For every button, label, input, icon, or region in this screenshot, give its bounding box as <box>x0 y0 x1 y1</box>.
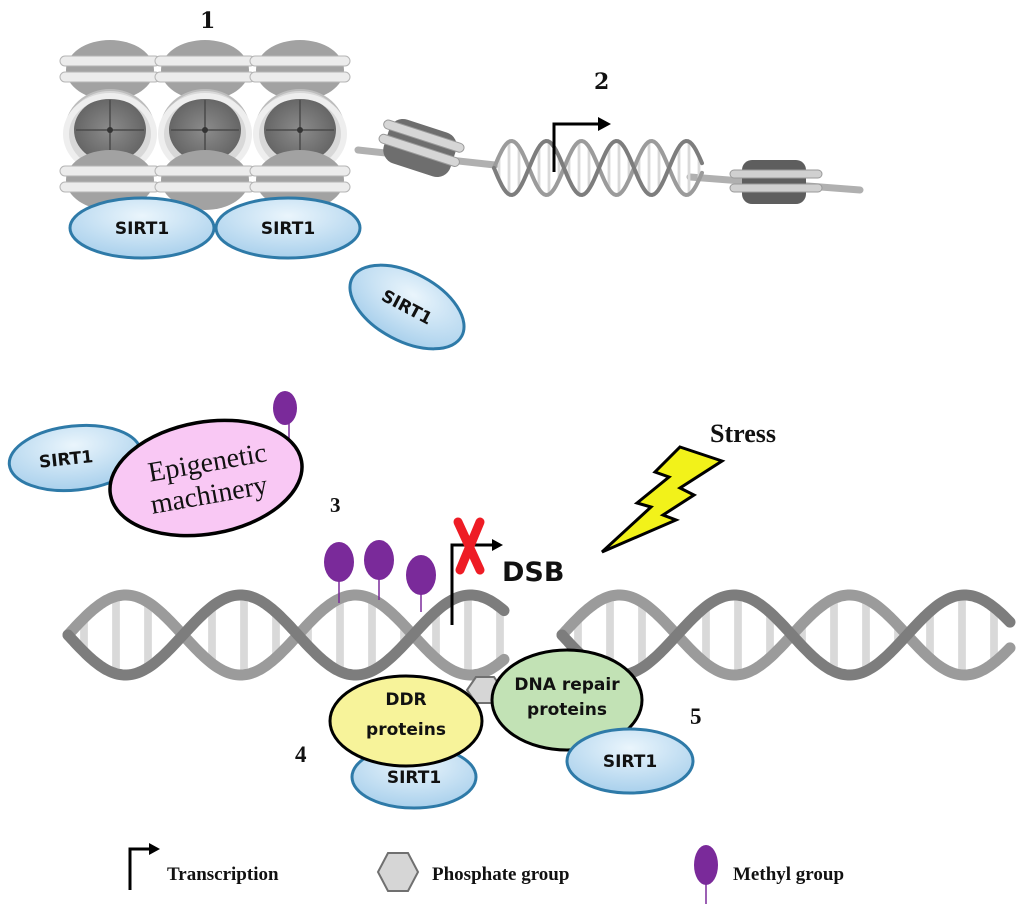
sirt1-label: SIRT1 <box>261 219 315 239</box>
legend-item-phosphate: Phosphate group <box>376 852 569 892</box>
ddr-line1: DDR <box>385 690 426 710</box>
x-mark-icon <box>453 517 485 575</box>
dna-strand <box>556 589 1016 681</box>
step-label-5: 5 <box>690 704 702 729</box>
sirt1-label: SIRT1 <box>387 768 441 788</box>
legend-label: Phosphate group <box>432 864 569 885</box>
dna-helix-left <box>62 589 510 681</box>
sirt1-condensed-left: SIRT1 <box>68 196 216 260</box>
dna-helix-small <box>492 138 704 198</box>
methyl-on-machinery <box>273 391 297 440</box>
condensed-chromatin <box>59 40 351 210</box>
step-label-2: 2 <box>594 69 609 95</box>
sirt1-condensed-right: SIRT1 <box>214 196 362 260</box>
legend: Transcription Phosphate group Methyl gro… <box>128 843 844 904</box>
dna-strand <box>62 589 510 681</box>
sirt1-label: SIRT1 <box>603 752 657 772</box>
legend-item-transcription: Transcription <box>128 843 279 890</box>
open-chromatin <box>354 117 864 204</box>
nucleosome <box>158 89 252 175</box>
methyl-group <box>364 540 394 600</box>
nucleosome <box>249 40 351 100</box>
sirt1-repair: SIRT1 <box>565 727 695 795</box>
transcription-arrow-icon <box>128 843 160 890</box>
methyl-group <box>406 555 436 612</box>
phosphate-hexagon-icon <box>376 852 420 892</box>
stress-label: Stress <box>710 419 776 448</box>
ddr-line2: proteins <box>366 720 446 740</box>
repair-line1: DNA repair <box>514 675 620 695</box>
methyl-group <box>324 542 354 603</box>
legend-label: Methyl group <box>733 864 844 885</box>
ddr-proteins: DDR proteins <box>328 674 484 768</box>
step-label-1: 1 <box>200 8 215 34</box>
transcription-arrow-icon <box>552 117 611 172</box>
dna-repair-proteins: DNA repair proteins <box>490 648 644 752</box>
sirt1-free: SIRT1 <box>348 263 466 351</box>
nucleosome <box>249 150 351 210</box>
nucleosome <box>154 40 256 100</box>
legend-label: Transcription <box>167 864 279 885</box>
nucleosome <box>253 89 347 175</box>
dna-strand <box>62 589 510 681</box>
step-label-4: 4 <box>295 742 307 767</box>
epigenetic-machinery: Epigenetic machinery <box>108 418 304 538</box>
dna-strand <box>556 589 1016 681</box>
repair-line2: proteins <box>527 700 607 720</box>
nucleosome <box>729 160 823 204</box>
nucleosome <box>59 40 161 100</box>
dna-strand <box>492 138 704 198</box>
nucleosome <box>59 150 161 210</box>
nucleosome <box>154 150 256 210</box>
legend-item-methyl: Methyl group <box>694 845 844 904</box>
dna-helix-right <box>556 589 1016 681</box>
lightning-bolt-icon <box>600 445 726 554</box>
sirt1-label: SIRT1 <box>115 219 169 239</box>
nucleosome <box>63 89 157 175</box>
methyl-lollipop-icon <box>694 845 718 904</box>
methyl-groups-on-dna <box>324 540 436 612</box>
step-label-3: 3 <box>330 493 341 517</box>
blocked-transcription <box>450 517 503 625</box>
dsb-label: DSB <box>502 557 564 588</box>
nucleosome <box>378 118 465 178</box>
